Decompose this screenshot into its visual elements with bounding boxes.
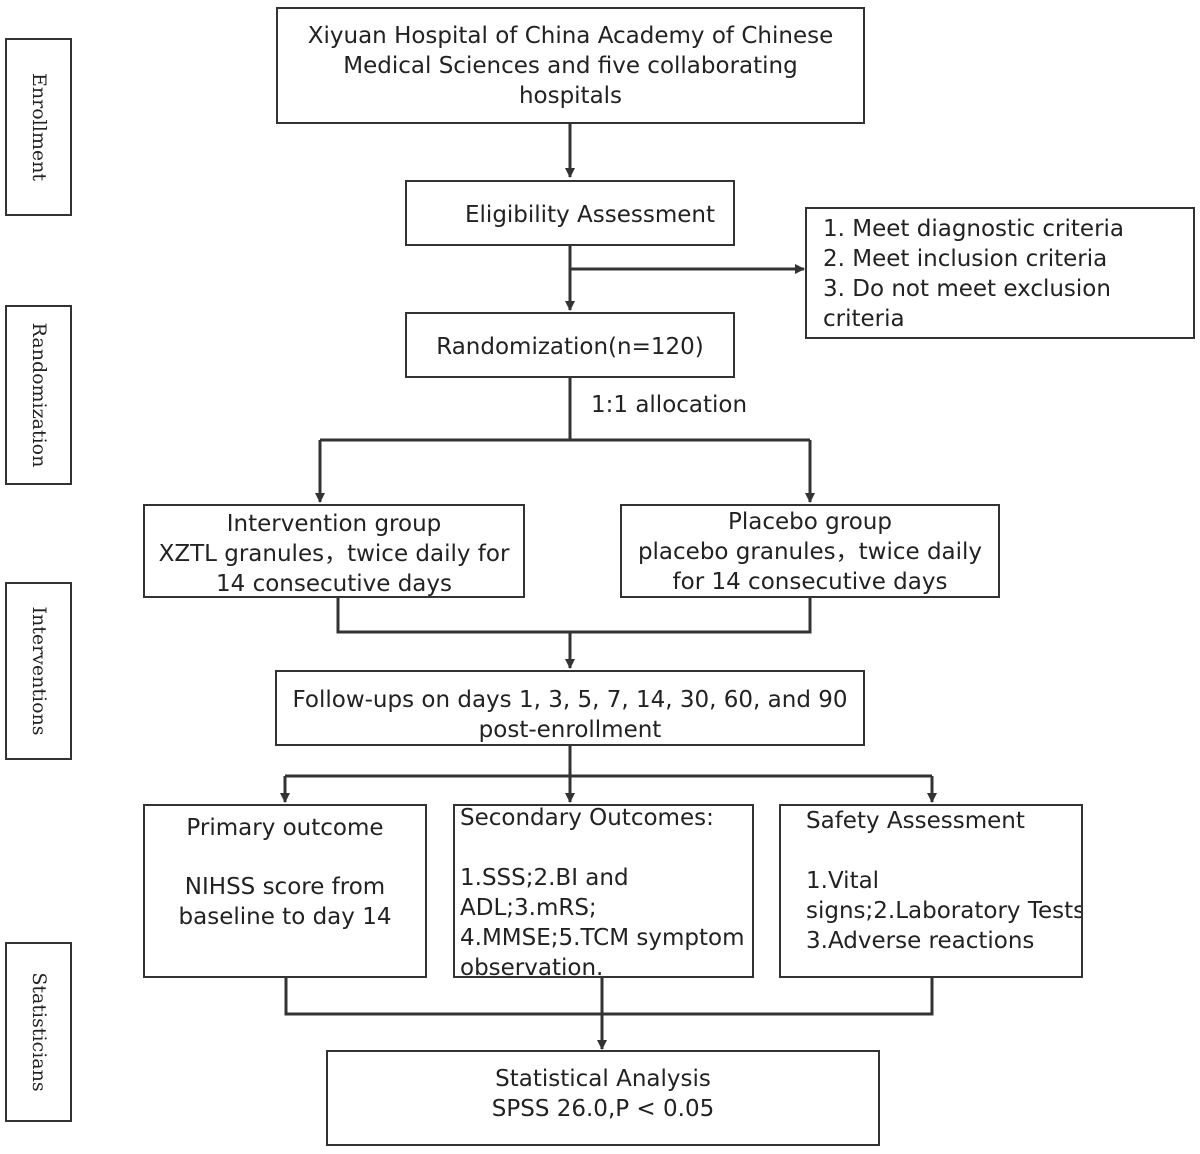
followups-line-1: Follow-ups on days 1, 3, 5, 7, 14, 30, 6… <box>292 687 848 713</box>
primary-outcome-box <box>143 804 427 978</box>
intervention-group-line-3: 14 consecutive days <box>216 571 452 597</box>
safety-assessment-title: Safety Assessment <box>806 808 1025 834</box>
primary-outcome-line-1: NIHSS score from <box>184 874 386 900</box>
secondary-outcomes-box: Secondary Outcomes: 1.SSS;2.BI and ADL;3… <box>453 804 754 978</box>
secondary-outcomes-line-4: observation. <box>460 955 604 978</box>
statistical-analysis-title: Statistical Analysis <box>495 1066 711 1092</box>
hospital-line-1: Xiyuan Hospital of China Academy of Chin… <box>307 23 834 49</box>
safety-assessment-box: Safety Assessment 1.Vital signs;2.Labora… <box>779 804 1083 978</box>
placebo-group-title: Placebo group <box>728 509 892 535</box>
hospital-box <box>276 7 865 124</box>
placebo-group-line-2: placebo granules，twice daily <box>637 539 983 565</box>
criteria-line-2: 2. Meet inclusion criteria <box>823 246 1108 272</box>
hospital-line-2: Medical Sciences and five collaborating <box>343 53 798 79</box>
phase-randomization-label: Randomization <box>27 322 50 468</box>
followups-line-2: post-enrollment <box>478 717 662 743</box>
criteria-box <box>805 207 1195 339</box>
safety-assessment-line-1: 1.Vital <box>806 868 880 894</box>
randomization-label: Randomization(n=120) <box>436 334 704 360</box>
primary-outcome-line-2: baseline to day 14 <box>178 904 392 930</box>
intervention-group-box <box>143 504 525 598</box>
placebo-group-line-3: for 14 consecutive days <box>672 569 948 595</box>
eligibility-box <box>405 180 735 246</box>
secondary-outcomes-line-3: 4.MMSE;5.TCM symptom <box>460 925 745 951</box>
statistical-analysis-line-2: SPSS 26.0,P < 0.05 <box>491 1096 715 1122</box>
phase-randomization: Randomization <box>5 305 72 485</box>
secondary-outcomes-line-1: 1.SSS;2.BI and <box>460 865 629 891</box>
primary-outcome-title: Primary outcome <box>186 815 384 841</box>
phase-statisticians-label: Statisticians <box>27 972 50 1092</box>
placebo-group-box <box>620 504 1000 598</box>
line-merge-groups <box>336 598 812 634</box>
safety-assessment-line-2: signs;2.Laboratory Tests <box>806 898 1083 924</box>
allocation-label: 1:1 allocation <box>591 392 748 418</box>
followups-box <box>275 670 865 746</box>
eligibility-label: Eligibility Assessment <box>465 202 715 228</box>
intervention-group-title: Intervention group <box>226 511 442 537</box>
randomization-box <box>405 312 735 378</box>
line-merge-outcomes <box>284 977 934 1016</box>
criteria-line-3: 3. Do not meet exclusion <box>823 276 1111 302</box>
criteria-line-1: 1. Meet diagnostic criteria <box>823 216 1125 242</box>
criteria-line-4: criteria <box>823 306 905 332</box>
secondary-outcomes-line-2: ADL;3.mRS; <box>460 895 597 921</box>
phase-enrollment: Enrollment <box>5 38 72 216</box>
phase-interventions: Interventions <box>5 582 72 760</box>
hospital-line-3: hospitals <box>518 83 623 109</box>
secondary-outcomes-title: Secondary Outcomes: <box>460 805 714 831</box>
phase-statisticians: Statisticians <box>5 942 72 1122</box>
phase-enrollment-label: Enrollment <box>27 73 50 181</box>
intervention-group-line-2: XZTL granules，twice daily for <box>158 541 510 567</box>
safety-assessment-line-3: 3.Adverse reactions <box>806 928 1035 954</box>
statistical-analysis-box <box>326 1050 880 1146</box>
phase-interventions-label: Interventions <box>27 606 50 736</box>
